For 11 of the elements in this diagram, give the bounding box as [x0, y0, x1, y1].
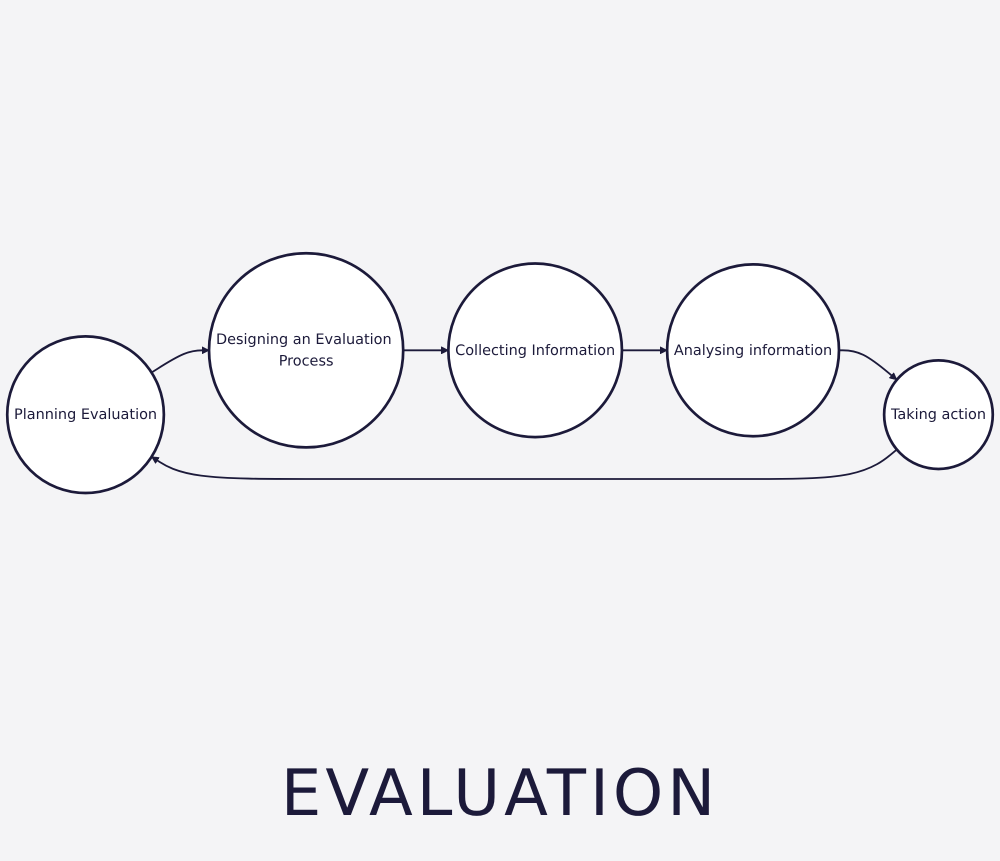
arrow: [403, 346, 449, 355]
node-circle: Designing an Evaluation Process: [208, 252, 405, 450]
arrow: [622, 346, 668, 355]
arrow: [838, 350, 898, 381]
arrow: [151, 346, 210, 374]
arrow: [151, 449, 898, 480]
node-circle: Collecting Information: [447, 262, 624, 439]
node-circle: Analysing information: [666, 263, 840, 438]
node-circle: Planning Evaluation: [6, 335, 166, 495]
node-circle: Taking action: [882, 359, 994, 471]
diagram-title: EVALUATION: [280, 757, 720, 831]
